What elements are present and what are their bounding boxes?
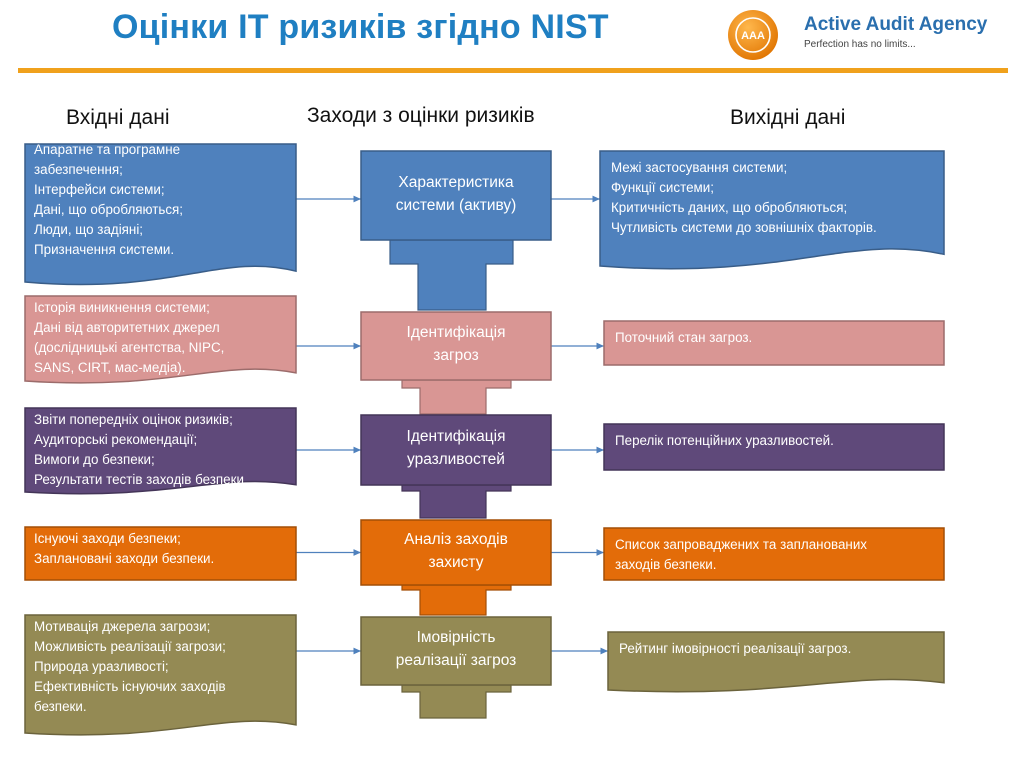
input-text-line: Результати тестів заходів безпеки. [34,472,248,487]
input-box [24,526,297,581]
output-box [603,527,945,581]
input-text: Історія виникнення системи; Дані від авто… [34,298,224,378]
output-box [603,423,945,471]
input-text-line: забезпечення; [34,162,123,177]
output-text-line: Рейтинг імовірності реалізації загроз. [619,641,852,656]
step-label-line: Ідентифікація [406,428,506,445]
input-text-line: Заплановані заходи безпеки. [34,551,215,566]
step-label-line: захисту [428,553,484,571]
input-box [24,143,297,286]
output-text-line: заходів безпеки. [615,557,717,572]
input-text-line: безпеки. [34,699,87,714]
step-label: Характеристика системи (активу) [361,171,551,217]
flow-down-arrow [401,379,512,415]
input-text-line: Природа уразливості; [34,659,169,674]
step-box [360,616,552,686]
output-box [599,150,945,270]
input-box [24,407,297,495]
flow-down-arrow [401,484,512,519]
input-text: Мотивація джерела загрози; Можливість реа… [34,617,226,717]
step-label: Аналіз заходів захисту [361,528,551,574]
input-text-line: Можливість реалізації загрози; [34,639,226,654]
output-text-line: Поточний стан загроз. [615,330,753,345]
step-label-line: Імовірність [416,629,496,646]
input-text-line: Дані, що обробляються; [34,202,184,217]
input-text-line: Призначення системи. [34,242,175,257]
output-text-line: Перелік потенційних уразливостей. [615,433,834,448]
step-label: Імовірність реалізації загроз [361,626,551,672]
logo-slogan: Perfection has no limits... [804,39,916,50]
input-text-line: Аудиторські рекомендації; [34,432,198,447]
output-box [603,320,945,366]
input-text-line: Вимоги до безпеки; [34,452,155,467]
input-text-line: SANS, CIRT, мас-медіа). [34,360,186,375]
flow-down-arrow [401,584,512,616]
input-box [24,614,297,736]
column-header-inputs: Вхідні дані [66,106,170,129]
output-text-line: Критичність даних, що обробляються; [611,200,848,215]
step-box [360,414,552,486]
output-text: Список запроваджених та запланованих захо… [615,535,867,575]
step-label-line: Аналіз заходів [404,530,508,548]
input-text: Звіти попередніх оцінок ризиків; Аудиторс… [34,410,248,490]
flow-down-arrow [401,684,512,719]
output-text: Перелік потенційних уразливостей. [615,431,834,451]
input-text-line: Інтерфейси системи; [34,182,165,197]
input-text-line: Існуючі заходи безпеки; [34,531,181,546]
step-label-line: загроз [433,347,479,364]
input-text-line: Ефективність існуючих заходів [34,679,226,694]
input-box [24,295,297,384]
input-text: Існуючі заходи безпеки; Заплановані заход… [34,529,214,569]
output-text-line: Список запроваджених та запланованих [615,537,867,552]
flow-down-arrow [389,239,514,311]
output-text: Межі застосування системи; Функції систем… [611,158,877,238]
input-text-line: Мотивація джерела загрози; [34,619,211,634]
title-divider [18,68,1008,73]
step-label-line: уразливостей [407,451,505,468]
step-label: Ідентифікація загроз [361,321,551,367]
input-text-line: Дані від авторитетних джерел [34,320,220,335]
step-box [360,311,552,381]
step-label-line: реалізації загроз [395,652,517,669]
input-text-line: Люди, що задіяні; [34,222,144,237]
logo-company-name: Active Audit Agency [804,14,988,35]
input-text-line: Звіти попередніх оцінок ризиків; [34,412,233,427]
input-text-line: (дослідницькі агентства, NIPC, [34,340,225,355]
slide-title: Оцінки IT ризиків згідно NIST [112,8,609,46]
input-text: Апаратне та програмне забезпечення; Інтерф… [34,140,183,260]
column-header-outputs: Вихідні дані [730,106,846,129]
step-label: Ідентифікація уразливостей [361,425,551,471]
input-text-line: Апаратне та програмне [34,142,181,157]
step-label-line: Характеристика [398,173,514,191]
company-logo: AAA Active Audit Agency Perfection has n… [724,6,1014,64]
logo-mark-icon: AAA [728,10,778,60]
output-text-line: Чутливість системи до зовнішніх факторів… [611,220,877,235]
output-text-line: Функції системи; [611,180,714,195]
output-text: Поточний стан загроз. [615,328,752,348]
input-text-line: Історія виникнення системи; [34,300,210,315]
step-label-line: Ідентифікація [406,324,506,341]
svg-text:AAA: AAA [741,30,765,42]
output-text-line: Межі застосування системи; [611,160,788,175]
output-box [607,631,945,693]
output-text: Рейтинг імовірності реалізації загроз. [619,639,851,659]
step-box [360,150,552,241]
column-header-steps: Заходи з оцінки ризиків [307,104,535,127]
step-label-line: системи (активу) [395,196,517,214]
step-box [360,519,552,586]
